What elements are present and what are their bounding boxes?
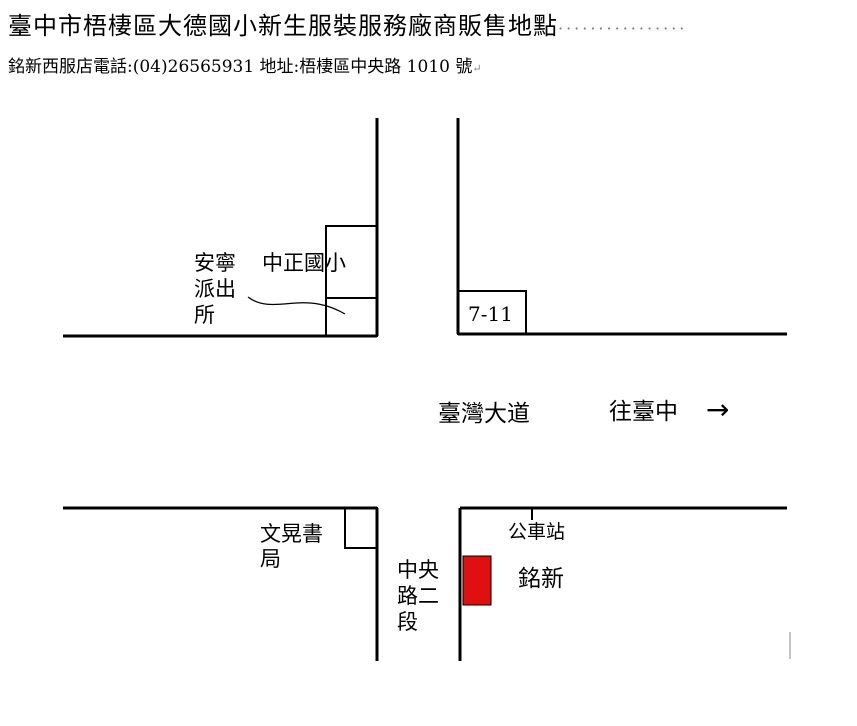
- bookstore-label-line2: 局: [260, 547, 281, 571]
- school-label: 中正國小: [262, 251, 346, 275]
- main-road-label: 臺灣大道: [438, 401, 530, 427]
- store-711-building: [457, 290, 527, 335]
- bookstore-building: [344, 507, 378, 549]
- school-building: [325, 225, 378, 337]
- direction-arrow-icon: →: [706, 393, 729, 426]
- title-leader-dots: ················: [558, 19, 688, 38]
- building-outlines: [325, 225, 533, 549]
- police-label-line1: 安寧: [194, 251, 236, 275]
- side-road-label-line3: 段: [397, 610, 418, 634]
- paragraph-mark: ↵: [472, 62, 482, 75]
- bookstore-label-line1: 文晃書: [260, 522, 323, 546]
- page-title: 臺中市梧棲區大德國小新生服裝服務廠商販售地點················: [8, 6, 687, 41]
- store-711-label: 7-11: [468, 302, 513, 326]
- police-label-line2: 派出: [194, 277, 236, 301]
- shop-marker: [462, 555, 492, 606]
- bus-stop-label: 公車站: [508, 521, 565, 543]
- shop-info-text: 銘新西服店電話:(04)26565931 地址:梧棲區中央路 1010 號: [8, 57, 473, 77]
- shop-info: 銘新西服店電話:(04)26565931 地址:梧棲區中央路 1010 號↵: [8, 52, 482, 77]
- side-road-label-line2: 路二: [397, 584, 439, 608]
- side-road-label-line1: 中央: [397, 558, 439, 582]
- police-pointer-curve: [247, 296, 346, 315]
- police-label-line3: 所: [194, 303, 215, 327]
- shop-label: 銘新: [518, 566, 564, 592]
- direction-label: 往臺中: [609, 399, 678, 425]
- title-text: 臺中市梧棲區大德國小新生服裝服務廠商販售地點: [8, 12, 558, 40]
